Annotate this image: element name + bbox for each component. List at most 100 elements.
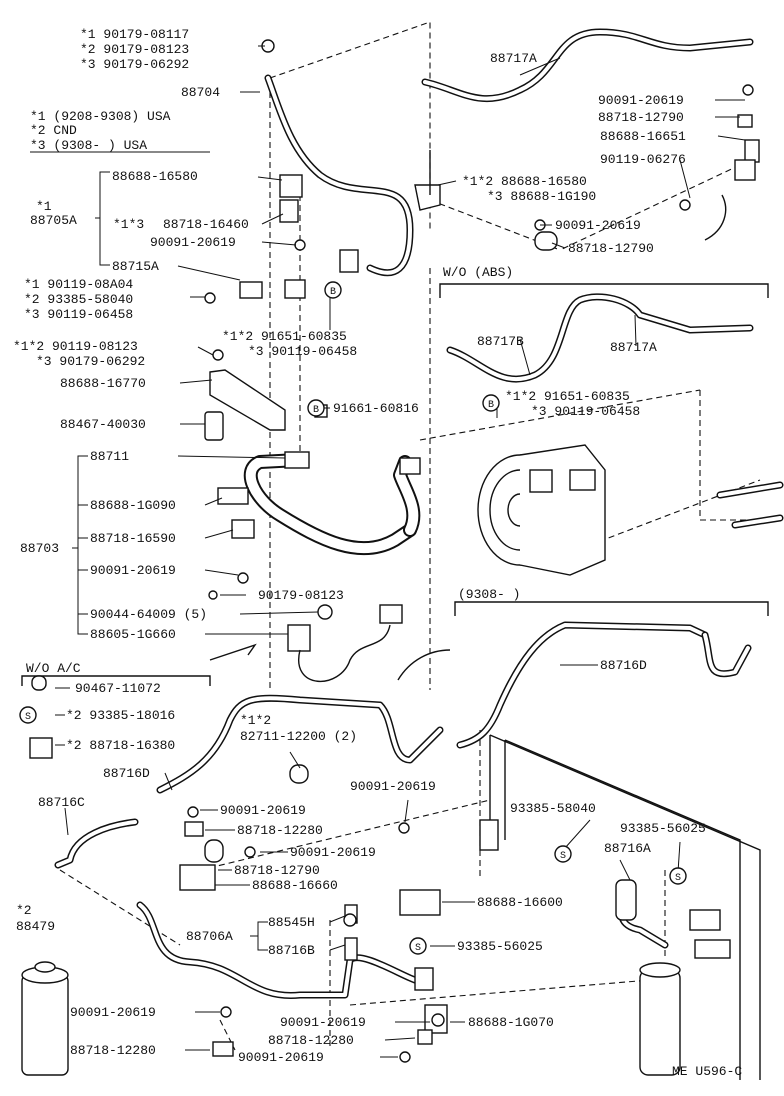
part-label: 88688-16660 xyxy=(252,878,338,893)
part-label: *1*3 xyxy=(113,217,144,232)
bracket xyxy=(179,864,216,891)
clamp xyxy=(231,519,255,539)
part-label: *1*2 91651-60835 xyxy=(505,389,630,404)
part-label: 90091-20619 xyxy=(555,218,641,233)
svg-text:B: B xyxy=(330,287,336,298)
fitting xyxy=(239,281,263,299)
part-label: 88718-16460 xyxy=(163,217,249,232)
clamp xyxy=(417,1029,433,1045)
connector xyxy=(287,624,311,652)
part-label: 88688-16651 xyxy=(600,129,686,144)
part-label: 88605-1G660 xyxy=(90,627,176,642)
clamp xyxy=(279,199,299,223)
part-label: 90179-08123 xyxy=(258,588,344,603)
connector xyxy=(379,604,403,624)
svg-text:S: S xyxy=(415,943,421,954)
fitting xyxy=(615,879,637,921)
bracket xyxy=(217,487,249,505)
arrow xyxy=(209,643,257,661)
part-label: *3 90179-06292 xyxy=(36,354,145,369)
wire-harness xyxy=(297,624,391,682)
part-label: 88718-12790 xyxy=(568,241,654,256)
marker-s: S xyxy=(554,845,572,863)
receiver-bottle xyxy=(639,962,681,1076)
part-label: 88718-12280 xyxy=(237,823,323,838)
part-label: 88545H xyxy=(268,915,315,930)
part-label: 88688-16600 xyxy=(477,895,563,910)
part-label: 90044-64009 (5) xyxy=(90,607,207,622)
section-label: (9308- ) xyxy=(458,587,520,602)
part-label: *3 90119-06458 xyxy=(531,404,640,419)
legend: *1 (9208-9308) USA *2 CND *3 (9308- ) US… xyxy=(30,109,171,153)
part-label: 93385-56025 xyxy=(457,939,543,954)
part-label: 90091-20619 xyxy=(70,1005,156,1020)
part-label: *1 xyxy=(36,199,52,214)
part-label: *1 90119-08A04 xyxy=(24,277,133,292)
svg-text:B: B xyxy=(313,405,319,416)
compressor xyxy=(477,444,606,576)
part-label: 88717A xyxy=(490,51,537,66)
part-label: 88479 xyxy=(16,919,55,934)
part-label: 90091-20619 xyxy=(220,803,306,818)
svg-text:S: S xyxy=(560,851,566,862)
part-label: 88688-1G090 xyxy=(90,498,176,513)
section-label: W/O A/C xyxy=(26,661,81,676)
components xyxy=(21,114,761,1080)
diagram-code: ME U596-C xyxy=(672,1064,742,1079)
part-label: 88711 xyxy=(90,449,129,464)
part-label: 93385-58040 xyxy=(510,801,596,816)
arrow xyxy=(397,649,451,681)
grommet xyxy=(31,675,47,691)
part-label: 90091-20619 xyxy=(238,1050,324,1065)
part-label: *2 xyxy=(16,903,32,918)
part-label: *3 90119-06458 xyxy=(24,307,133,322)
part-label: 90091-20619 xyxy=(280,1015,366,1030)
clamp xyxy=(212,1041,234,1057)
part-label: 90091-20619 xyxy=(150,235,236,250)
part-label: *1*2 91651-60835 xyxy=(222,329,347,344)
part-label: 88467-40030 xyxy=(60,417,146,432)
part-label: 88688-16770 xyxy=(60,376,146,391)
part-label: 88715A xyxy=(112,259,159,274)
arrow xyxy=(704,194,727,241)
part-label: 88718-12790 xyxy=(598,110,684,125)
section-label: W/O (ABS) xyxy=(443,265,513,280)
part-label: *3 88688-1G190 xyxy=(487,189,596,204)
part-label: 90091-20619 xyxy=(598,93,684,108)
marker-b: B xyxy=(482,394,500,412)
receiver-drier xyxy=(21,961,69,1076)
svg-text:B: B xyxy=(488,400,494,411)
circled-markers: B B B S S S S xyxy=(19,281,687,955)
clamp xyxy=(184,821,204,837)
part-label: 88716C xyxy=(38,795,85,810)
marker-s: S xyxy=(19,706,37,724)
part-label: 90119-06276 xyxy=(600,152,686,167)
part-label: 88718-12790 xyxy=(234,863,320,878)
marker-s: S xyxy=(409,937,427,955)
legend-line: *2 CND xyxy=(30,123,77,138)
part-label: 88718-12280 xyxy=(70,1043,156,1058)
part-label: *1*2 xyxy=(240,713,271,728)
connector xyxy=(29,737,53,759)
clamp xyxy=(534,231,558,251)
part-label: 90467-11072 xyxy=(75,681,161,696)
fitting xyxy=(339,249,359,273)
pipes xyxy=(54,28,784,999)
part-label: 90091-20619 xyxy=(350,779,436,794)
marker-b: B xyxy=(324,281,342,299)
bracket xyxy=(414,184,441,211)
bracket xyxy=(399,889,441,916)
marker-b: B xyxy=(307,399,325,417)
part-label: 91661-60816 xyxy=(333,401,419,416)
marker-s: S xyxy=(669,867,687,885)
clamp xyxy=(279,174,303,198)
fitting xyxy=(479,819,499,851)
part-label: 88717B xyxy=(477,334,524,349)
part-label: *2 93385-18016 xyxy=(66,708,175,723)
clamp xyxy=(744,139,760,163)
fitting xyxy=(414,967,434,991)
legend-line: *3 (9308- ) USA xyxy=(30,138,147,153)
fasteners xyxy=(187,39,754,1063)
